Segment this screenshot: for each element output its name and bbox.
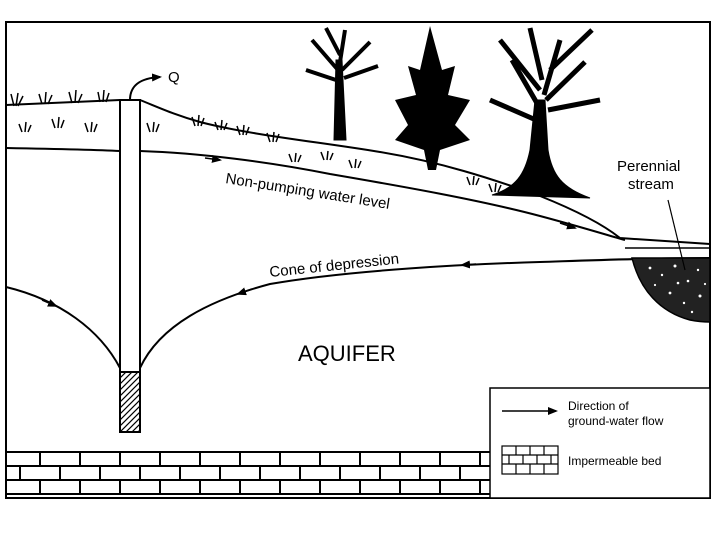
flow-arrow bbox=[460, 260, 477, 269]
well-screen bbox=[119, 371, 141, 433]
flow-arrow bbox=[41, 299, 58, 307]
water-level-line bbox=[5, 147, 626, 241]
flow-arrow bbox=[236, 287, 253, 296]
well-casing bbox=[119, 99, 141, 373]
discharge-label: Q bbox=[168, 69, 180, 86]
discharge-arrow bbox=[129, 73, 162, 101]
cone-of-depression bbox=[5, 257, 711, 369]
water-level-label: Non-pumping water level bbox=[224, 170, 391, 213]
stream-speckle bbox=[648, 264, 707, 314]
legend-box bbox=[489, 387, 711, 499]
legend-flow-label: ground-water flow bbox=[568, 414, 664, 428]
legend-flow-label: Direction of bbox=[568, 399, 629, 413]
cone-label: Cone of depression bbox=[269, 250, 400, 281]
water-level-arrow bbox=[559, 221, 577, 230]
stream-bed bbox=[631, 257, 711, 323]
stream-label: stream bbox=[628, 176, 674, 193]
impermeable-bed bbox=[6, 451, 490, 495]
vegetation bbox=[10, 89, 502, 193]
land-surface bbox=[5, 99, 711, 245]
pine-tree-icon bbox=[395, 26, 470, 170]
legend-bed-swatch bbox=[501, 445, 559, 475]
aquifer-label: AQUIFER bbox=[298, 341, 396, 366]
water-level-arrow bbox=[204, 154, 222, 163]
legend: Direction of ground-water flow Impermeab… bbox=[489, 387, 711, 499]
stream-label: Perennial bbox=[617, 158, 680, 175]
tree-icon bbox=[489, 27, 601, 199]
legend-bed-label: Impermeable bed bbox=[568, 454, 661, 468]
tree-icon bbox=[305, 27, 379, 141]
stream-pointer bbox=[667, 199, 686, 271]
